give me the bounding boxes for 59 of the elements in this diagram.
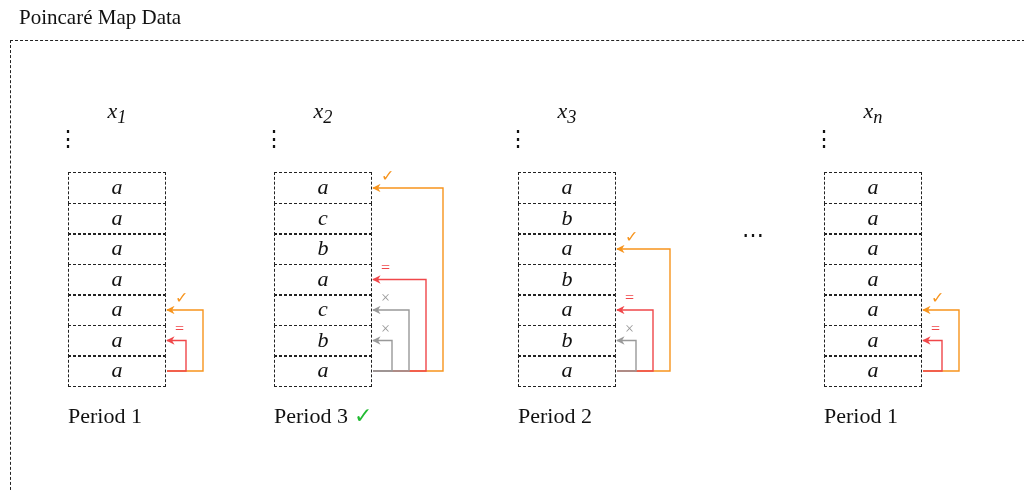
period-label: Period 3 [274, 403, 348, 429]
cell: a [68, 294, 166, 326]
vertical-ellipsis: ⋮ [57, 125, 79, 153]
cell: b [518, 202, 616, 235]
cell: b [518, 263, 616, 296]
cell: a [68, 355, 166, 387]
edge-label: × [381, 290, 391, 306]
cell: a [274, 172, 372, 204]
cell: a [824, 355, 922, 387]
edge-label: ✓ [175, 290, 188, 306]
edge-label: = [175, 320, 185, 337]
cell: a [518, 294, 616, 326]
edge-label: = [931, 320, 941, 337]
frame-title: Poincaré Map Data [19, 5, 182, 30]
edge-label: ✓ [625, 229, 638, 245]
cell: a [518, 355, 616, 387]
period-label: Period 1 [824, 403, 898, 429]
cell: a [824, 263, 922, 296]
vertical-ellipsis: ⋮ [263, 125, 285, 153]
edge-label: × [381, 320, 391, 337]
arrow [166, 336, 187, 372]
cell: a [824, 202, 922, 235]
check-mark: ✓ [353, 403, 372, 429]
period-label: Period 1 [68, 403, 142, 429]
variable-label: x$_{2}$ [312, 97, 334, 130]
cell: b [274, 324, 372, 357]
edge-label: ✓ [381, 168, 394, 184]
cell: c [274, 202, 372, 235]
cell: b [518, 324, 616, 357]
cell: a [274, 355, 372, 387]
variable-label: x$_{n}$ [862, 97, 884, 130]
cell: c [274, 294, 372, 326]
variable-label: x$_{1}$ [106, 97, 128, 130]
cell: a [824, 294, 922, 326]
cell: a [68, 202, 166, 235]
horizontal-ellipsis: ⋯ [742, 222, 764, 248]
edge-label: × [625, 320, 635, 337]
vertical-ellipsis: ⋮ [813, 125, 835, 153]
cell: a [518, 233, 616, 265]
arrow [372, 336, 393, 372]
cell: a [68, 233, 166, 265]
variable-label: x$_{3}$ [556, 97, 578, 130]
cell: a [518, 172, 616, 204]
arrow [922, 336, 943, 372]
cell: a [824, 324, 922, 357]
cell: a [68, 172, 166, 204]
arrow [372, 305, 410, 372]
cell: a [68, 324, 166, 357]
cell: b [274, 233, 372, 265]
edge-label: = [381, 259, 391, 276]
cell: a [824, 233, 922, 265]
edge-label: ✓ [931, 290, 944, 306]
edge-label: = [625, 290, 635, 306]
period-label: Period 2 [518, 403, 592, 429]
arrow [616, 336, 637, 372]
cell: a [824, 172, 922, 204]
vertical-ellipsis: ⋮ [507, 125, 529, 153]
cell: a [68, 263, 166, 296]
cell: a [274, 263, 372, 296]
